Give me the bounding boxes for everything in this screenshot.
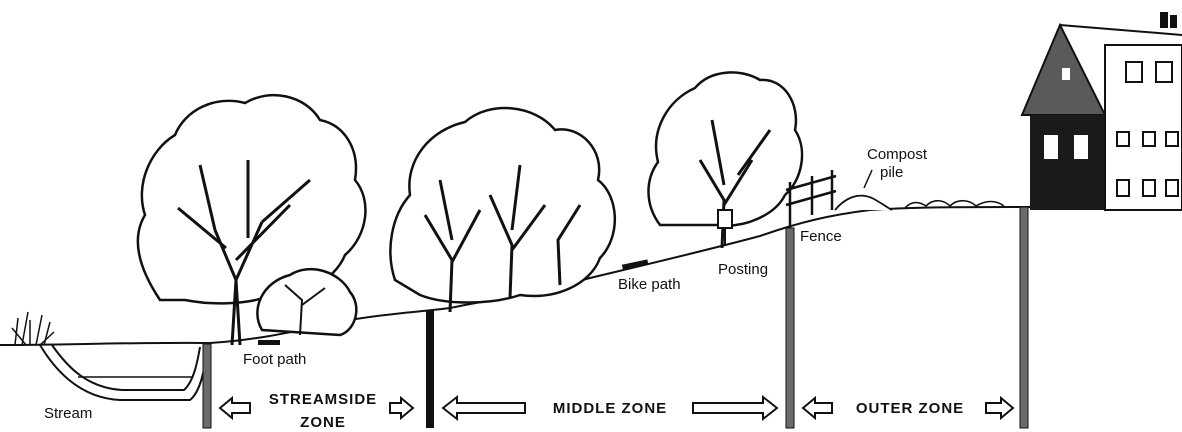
outer-left-arrow-icon bbox=[803, 398, 832, 418]
foot-path-label: Foot path bbox=[243, 351, 306, 368]
middle-zone-label: MIDDLE ZONE bbox=[530, 400, 690, 417]
posting-sign-icon bbox=[718, 210, 732, 246]
stream-channel bbox=[40, 345, 207, 400]
streamside-right-arrow-icon bbox=[390, 398, 413, 418]
posting-label: Posting bbox=[718, 261, 768, 278]
streamside-zone-label-line2: ZONE bbox=[258, 414, 388, 431]
fence-label: Fence bbox=[800, 228, 842, 245]
outer-zone-label: OUTER ZONE bbox=[836, 400, 984, 417]
foot-path-marker bbox=[258, 340, 280, 345]
zone-post-3 bbox=[786, 228, 794, 428]
bike-path-label: Bike path bbox=[618, 276, 681, 293]
tree-cluster-middle bbox=[390, 108, 614, 312]
streamside-left-arrow-icon bbox=[220, 398, 250, 418]
compost-label-line2: pile bbox=[880, 164, 903, 181]
stream-label: Stream bbox=[44, 405, 92, 422]
grass-tuft-icon bbox=[12, 312, 54, 345]
zone-post-1 bbox=[203, 344, 211, 428]
house-icon bbox=[1022, 12, 1182, 210]
streamside-zone-label-line1: STREAMSIDE bbox=[258, 391, 388, 408]
middle-left-arrow-icon bbox=[443, 397, 525, 419]
middle-right-arrow-icon bbox=[693, 397, 777, 419]
compost-pointer bbox=[864, 170, 872, 188]
outer-right-arrow-icon bbox=[986, 398, 1013, 418]
compost-label-line1: Compost bbox=[867, 146, 927, 163]
zone-post-4 bbox=[1020, 207, 1028, 428]
compost-pile-icon bbox=[835, 196, 892, 210]
zone-post-2 bbox=[426, 310, 434, 428]
